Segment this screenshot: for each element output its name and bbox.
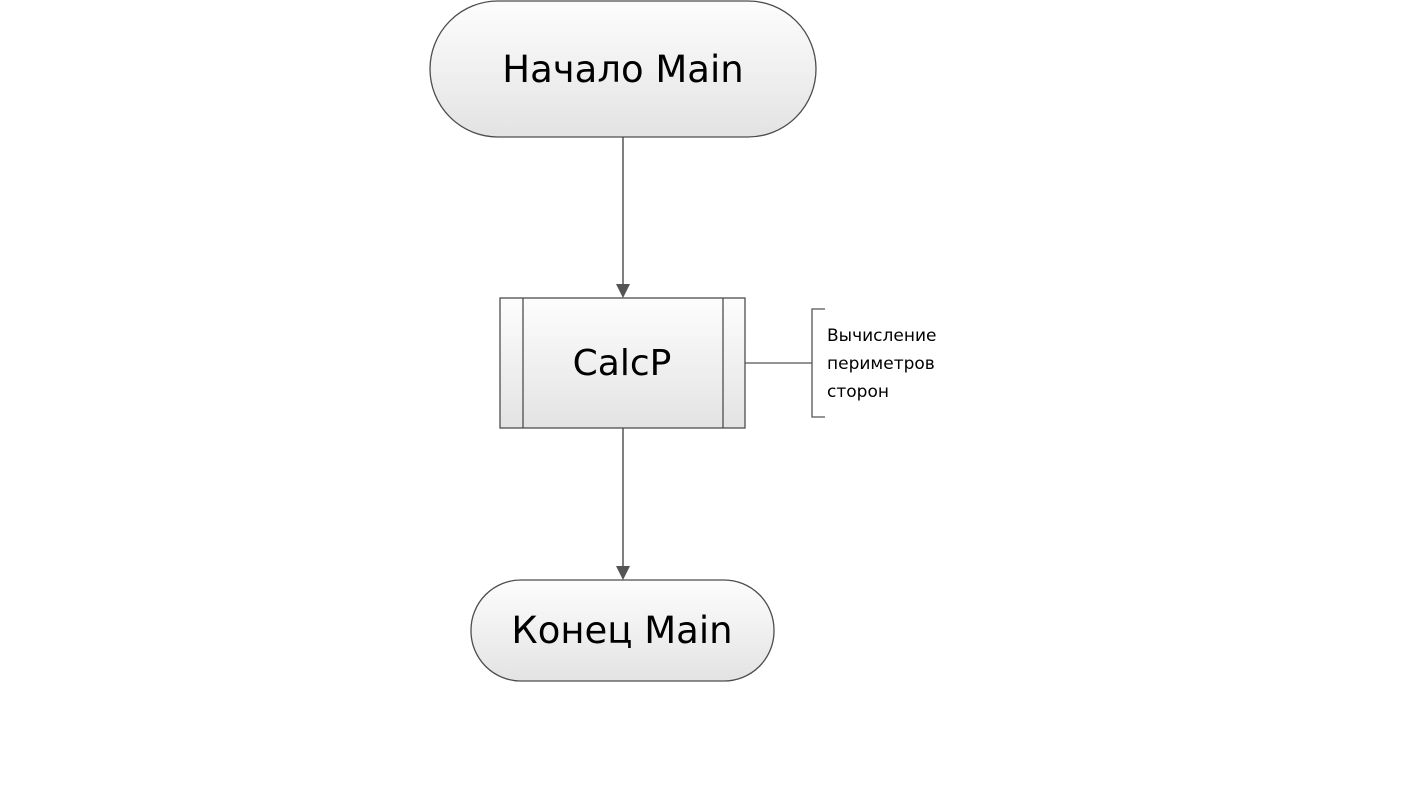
end-terminator[interactable]: Конец Main <box>470 579 775 682</box>
start-terminator-label: Начало Main <box>502 48 743 91</box>
process-calcp-label: CalcP <box>573 343 672 384</box>
annotation-bracket <box>811 308 825 418</box>
annotation-note: Вычисление периметров сторон <box>827 326 936 402</box>
end-terminator-label: Конец Main <box>511 609 732 652</box>
start-terminator[interactable]: Начало Main <box>429 0 817 138</box>
annotation-line-3: сторон <box>827 382 889 402</box>
process-calcp[interactable]: CalcP <box>499 297 746 429</box>
connector-start-to-process <box>616 137 630 298</box>
annotation-line-1: Вычисление <box>827 326 936 346</box>
connector-process-to-end <box>616 428 630 580</box>
annotation-line-2: периметров <box>827 354 935 374</box>
